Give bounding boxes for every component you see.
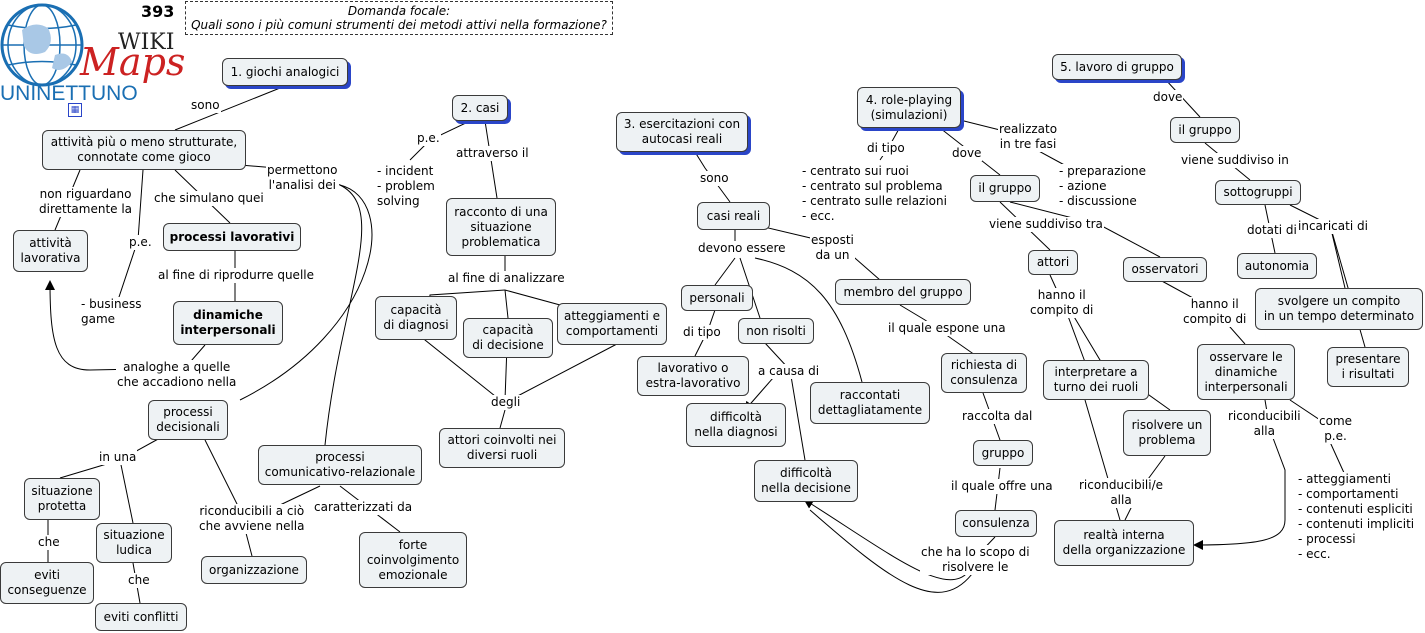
link-non-riguardano: non riguardano direttamente la: [38, 187, 134, 217]
link-come-pe: come p.e.: [1318, 414, 1354, 444]
link-riconducibili-e: riconducibili/e alla: [1078, 478, 1165, 508]
node-difficolta-diagnosi[interactable]: difficoltà nella diagnosi: [686, 403, 786, 447]
node-membro-gruppo[interactable]: membro del gruppo: [835, 279, 971, 305]
link-pe-2: p.e.: [416, 131, 441, 146]
link-riconducibili-alla: riconducibili alla: [1227, 409, 1302, 439]
link-degli: degli: [490, 395, 522, 410]
link-pe-1: p.e.: [128, 235, 153, 250]
node-capacita-decisione[interactable]: capacità di decisione: [463, 318, 553, 358]
node-non-risolti[interactable]: non risolti: [738, 318, 814, 344]
link-devono-essere: devono essere: [697, 241, 787, 256]
link-centrato: - centrato sui ruoi - centrato sul probl…: [801, 164, 948, 224]
link-attraverso: attraverso il: [455, 146, 530, 161]
interpretare-text: interpretare a turno dei ruoli: [1053, 365, 1139, 394]
node-difficolta-decisione[interactable]: difficoltà nella decisione: [754, 460, 858, 502]
link-permettono: permettono l'analisi dei: [266, 163, 339, 193]
link-realizzato: realizzato in tre fasi: [998, 122, 1059, 152]
node-autonomia[interactable]: autonomia: [1237, 253, 1317, 279]
node-dinamiche-interpersonali[interactable]: dinamiche interpersonali: [173, 301, 283, 345]
node-eviti-conflitti[interactable]: eviti conflitti: [95, 603, 187, 631]
node-consulenza[interactable]: consulenza: [955, 510, 1037, 537]
node-forte-coinvolgimento[interactable]: forte coinvolgimento emozionale: [359, 532, 467, 588]
link-di-tipo-4: di tipo: [866, 141, 906, 156]
link-sono-1: sono: [190, 98, 221, 113]
node-attivita-strutturate[interactable]: attività più o meno strutturate, connota…: [42, 130, 246, 170]
node-osservare[interactable]: osservare le dinamiche interpersonali: [1197, 344, 1295, 400]
map-number: 393: [141, 2, 175, 21]
link-al-fine-riprodurre: al fine di riprodurre quelle: [157, 268, 315, 283]
link-hanno-compito-2: hanno il compito di: [1182, 297, 1248, 327]
node-racconto[interactable]: racconto di una situazione problematica: [446, 198, 556, 256]
link-raccolta-dal: raccolta dal: [961, 409, 1034, 424]
node-lavoro-gruppo[interactable]: 5. lavoro di gruppo: [1052, 54, 1182, 80]
link-incident: - incident - problem solving: [376, 164, 436, 209]
node-osservatori[interactable]: osservatori: [1123, 257, 1207, 282]
link-in-una: in una: [98, 450, 138, 465]
link-dove-5: dove: [1152, 90, 1184, 105]
link-viene-suddiviso-4: viene suddiviso tra: [988, 217, 1104, 232]
node-situazione-protetta[interactable]: situazione protetta: [24, 478, 100, 520]
focal-question-box: Domanda focale: Quali sono i più comuni …: [185, 1, 613, 35]
link-viene-suddiviso-5: viene suddiviso in: [1180, 153, 1290, 168]
link-che-simulano: che simulano quei: [153, 191, 265, 206]
node-il-gruppo-lg[interactable]: il gruppo: [1170, 117, 1240, 143]
node-attori-coinvolti[interactable]: attori coinvolti nei diversi ruoli: [439, 428, 565, 468]
node-richiesta-consulenza[interactable]: richiesta di consulenza: [941, 353, 1027, 393]
node-lavorativo[interactable]: lavorativo o estra-lavorativo: [637, 356, 749, 396]
link-che-2: che: [127, 573, 151, 588]
node-giochi-analogici[interactable]: 1. giochi analogici: [222, 58, 348, 86]
link-al-fine-analizzare: al fine di analizzare: [447, 271, 566, 286]
link-dotati-di: dotati di: [1246, 223, 1298, 238]
link-che-ha-scopo: che ha lo scopo di risolvere le: [920, 545, 1031, 575]
node-presentare-risultati[interactable]: presentare i risultati: [1327, 347, 1409, 387]
focal-title: Domanda focale:: [347, 4, 451, 18]
link-dove-4: dove: [951, 146, 983, 161]
node-capacita-diagnosi[interactable]: capacità di diagnosi: [375, 296, 457, 340]
node-processi-lavorativi[interactable]: processi lavorativi: [163, 223, 301, 251]
link-riconducibili-cio: riconducibili a ciò che avviene nella: [198, 504, 306, 534]
node-realta-interna[interactable]: realtà interna della organizzazione: [1054, 520, 1194, 566]
node-gruppo-consulenza[interactable]: gruppo: [973, 440, 1033, 466]
node-svolgere-compito[interactable]: svolgere un compito in un tempo determin…: [1255, 288, 1423, 330]
globe-icon: [0, 3, 84, 87]
wikimaps-logo: WIKI Maps UNINETTUNO ▦: [0, 0, 185, 120]
link-di-tipo-3: di tipo: [682, 325, 722, 340]
link-sono-3: sono: [699, 171, 730, 186]
sitemap-icon[interactable]: ▦: [68, 103, 82, 117]
link-caratterizzati: caratterizzati da: [313, 500, 414, 515]
link-il-quale-offre: il quale offre una: [950, 479, 1054, 494]
node-processi-comunicativi[interactable]: processi comunicativo-relazionale: [258, 445, 422, 485]
node-sottogruppi[interactable]: sottogruppi: [1215, 180, 1301, 205]
node-esercitazioni[interactable]: 3. esercitazioni con autocasi reali: [616, 112, 748, 152]
node-interpretare[interactable]: interpretare a turno dei ruoli: [1043, 360, 1149, 400]
link-incaricati-di: incaricati di: [1297, 219, 1369, 234]
node-risolvere-problema[interactable]: risolvere un problema: [1123, 410, 1211, 456]
node-attivita-lavorativa[interactable]: attività lavorativa: [13, 230, 88, 272]
node-processi-decisionali[interactable]: processi decisionali: [148, 400, 228, 440]
logo-wiki: WIKI: [118, 30, 175, 55]
node-eviti-conseguenze[interactable]: eviti conseguenze: [0, 562, 94, 604]
logo-uninettuno: UNINETTUNO: [0, 82, 138, 105]
link-fasi: - preparazione - azione - discussione: [1058, 164, 1148, 209]
focal-question: Quali sono i più comuni strumenti dei me…: [191, 18, 607, 32]
node-il-gruppo-rp[interactable]: il gruppo: [970, 175, 1040, 202]
node-casi[interactable]: 2. casi: [452, 95, 508, 121]
link-business: - business game: [80, 297, 143, 327]
logo-maps: Maps: [80, 40, 186, 84]
link-che-1: che: [37, 535, 61, 550]
node-situazione-ludica[interactable]: situazione ludica: [96, 523, 172, 563]
link-analoghe: analoghe a quelle che accadiono nella: [116, 360, 238, 390]
node-raccontati[interactable]: raccontati dettagliatamente: [810, 382, 930, 424]
node-atteggiamenti[interactable]: atteggiamenti e comportamenti: [557, 303, 667, 345]
node-organizzazione[interactable]: organizzazione: [201, 556, 307, 584]
node-attori[interactable]: attori: [1028, 250, 1078, 275]
node-casi-reali[interactable]: casi reali: [697, 202, 770, 230]
link-il-quale-espone: il quale espone una: [887, 321, 1007, 336]
node-role-playing[interactable]: 4. role-playing (simulazioni): [857, 87, 961, 128]
link-esempi: - atteggiamenti - comportamenti - conten…: [1297, 472, 1416, 562]
link-a-causa: a causa di: [757, 364, 821, 379]
link-esposti: esposti da un: [810, 233, 855, 263]
link-hanno-compito-1: hanno il compito di: [1029, 288, 1095, 318]
node-personali[interactable]: personali: [681, 285, 753, 311]
